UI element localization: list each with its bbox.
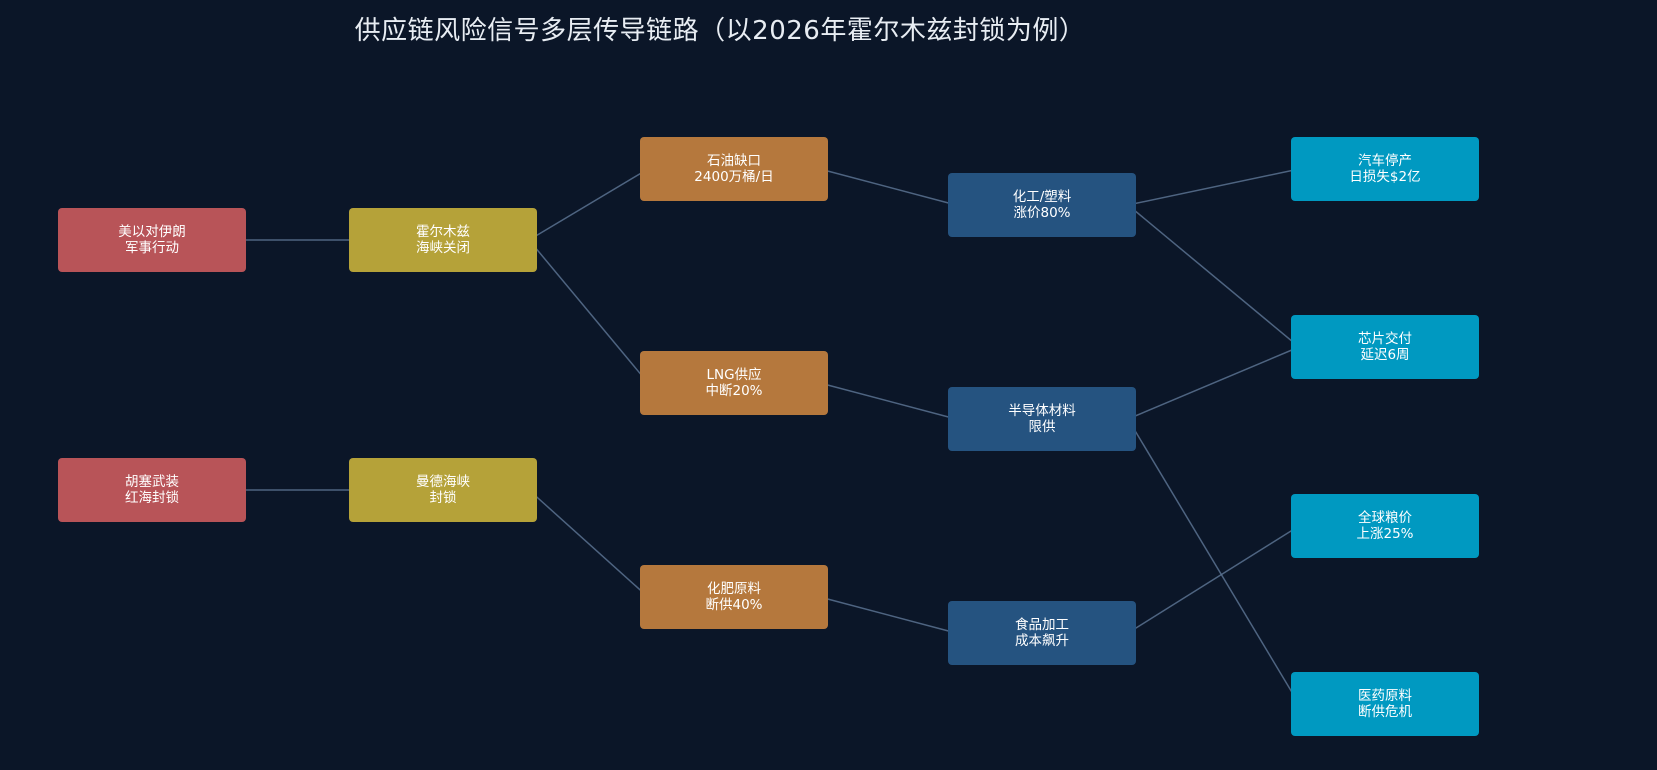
edge-n8-n11 bbox=[1127, 168, 1300, 206]
node-line2: 红海封锁 bbox=[125, 490, 179, 506]
node-line2: 2400万桶/日 bbox=[694, 169, 774, 185]
node-bab-el-mandeb-blockade: 曼德海峡 封锁 bbox=[349, 458, 537, 522]
node-line1: 美以对伊朗 bbox=[118, 224, 186, 240]
node-chip-delivery-delay: 芯片交付 延迟6周 bbox=[1291, 315, 1479, 379]
node-line2: 上涨25% bbox=[1356, 526, 1414, 542]
node-line2: 涨价80% bbox=[1013, 205, 1071, 221]
node-line1: 胡塞武装 bbox=[125, 474, 179, 490]
edge-n8-n12 bbox=[1127, 204, 1300, 348]
node-line2: 军事行动 bbox=[125, 240, 179, 256]
node-line2: 断供40% bbox=[705, 597, 763, 613]
node-lng-supply-disruption: LNG供应 中断20% bbox=[640, 351, 828, 415]
edge-n5-n8 bbox=[819, 168, 957, 206]
diagram-title: 供应链风险信号多层传导链路（以2026年霍尔木兹封锁为例） bbox=[354, 16, 1086, 46]
node-line2: 中断20% bbox=[705, 383, 763, 399]
node-line1: 化肥原料 bbox=[707, 581, 761, 597]
node-houthi-red-sea-blockade: 胡塞武装 红海封锁 bbox=[58, 458, 246, 522]
edge-n9-n14 bbox=[1127, 418, 1300, 705]
node-line2: 日损失$2亿 bbox=[1349, 169, 1421, 185]
edge-n9-n12 bbox=[1127, 346, 1300, 420]
node-line1: 半导体材料 bbox=[1008, 403, 1076, 419]
node-food-processing-cost-surge: 食品加工 成本飙升 bbox=[948, 601, 1136, 665]
node-line1: 霍尔木兹 bbox=[416, 224, 470, 240]
node-line1: 全球粮价 bbox=[1358, 510, 1412, 526]
node-auto-production-halt: 汽车停产 日损失$2亿 bbox=[1291, 137, 1479, 201]
node-semiconductor-materials-restricted: 半导体材料 限供 bbox=[948, 387, 1136, 451]
node-line2: 成本飙升 bbox=[1015, 633, 1069, 649]
edge-n6-n9 bbox=[819, 382, 957, 420]
node-line2: 海峡关闭 bbox=[416, 240, 470, 256]
node-hormuz-strait-closed: 霍尔木兹 海峡关闭 bbox=[349, 208, 537, 272]
node-line1: 石油缺口 bbox=[707, 153, 761, 169]
node-line1: LNG供应 bbox=[706, 367, 762, 383]
edge-n3-n5 bbox=[528, 168, 649, 241]
node-line1: 医药原料 bbox=[1358, 688, 1412, 704]
edge-n10-n13 bbox=[1127, 525, 1300, 634]
edge-n4-n7 bbox=[528, 489, 649, 598]
node-fertilizer-feedstock-cutoff: 化肥原料 断供40% bbox=[640, 565, 828, 629]
node-oil-shortfall: 石油缺口 2400万桶/日 bbox=[640, 137, 828, 201]
node-line1: 汽车停产 bbox=[1358, 153, 1412, 169]
node-global-grain-price-rise: 全球粮价 上涨25% bbox=[1291, 494, 1479, 558]
edge-n7-n10 bbox=[819, 596, 957, 634]
node-line2: 封锁 bbox=[429, 490, 457, 506]
node-line1: 化工/塑料 bbox=[1012, 189, 1072, 205]
node-us-israel-iran-military-action: 美以对伊朗 军事行动 bbox=[58, 208, 246, 272]
node-pharma-feedstock-crisis: 医药原料 断供危机 bbox=[1291, 672, 1479, 736]
node-line1: 食品加工 bbox=[1015, 617, 1069, 633]
node-line1: 芯片交付 bbox=[1358, 331, 1412, 347]
node-line2: 断供危机 bbox=[1358, 704, 1412, 720]
node-chemicals-plastics-price-rise: 化工/塑料 涨价80% bbox=[948, 173, 1136, 237]
node-line1: 曼德海峡 bbox=[416, 474, 470, 490]
edge-n3-n6 bbox=[528, 239, 649, 384]
node-line2: 延迟6周 bbox=[1360, 347, 1410, 363]
node-line2: 限供 bbox=[1028, 419, 1056, 435]
